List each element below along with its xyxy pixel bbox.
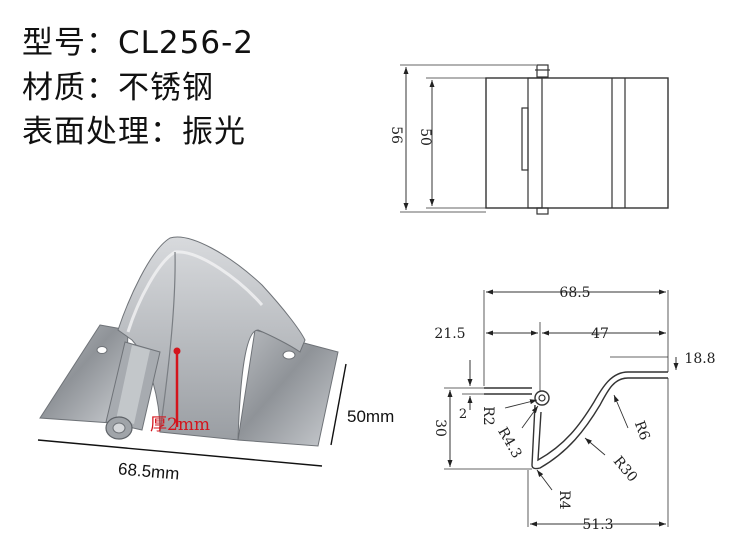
depth-dimension-line [330,363,347,446]
curve-radius-label: R30 [610,453,640,485]
total-width-label: 68.5 [559,285,590,301]
model-label: 型号：CL256-2 [22,25,254,61]
side-view-drawing [400,64,669,215]
outer-height-label: 56 [388,126,404,144]
bend-radius-right-label: R6 [631,419,653,443]
thickness-label: 厚2mm [150,415,211,435]
hinge-photo [39,236,339,447]
bottom-radius-label: R4 [556,490,572,510]
pin-radius-label: R2 [480,406,496,425]
finish-label: 表面处理：振光 [22,114,246,150]
material-label: 材质：不锈钢 [22,70,214,106]
right-height-label: 18.8 [684,351,715,367]
knuckle-radius-label: R4.3 [494,425,524,461]
right-span-label: 47 [591,326,609,342]
depth-label: 50mm [347,407,395,426]
inner-height-label: 50 [417,128,433,146]
offset-label: 2 [459,407,467,422]
left-flange-label: 21.5 [434,326,465,342]
left-height-label: 30 [432,419,448,437]
profile-view-drawing [444,289,679,527]
length-dimension-line [37,439,323,467]
bottom-width-label: 51.3 [582,517,613,533]
